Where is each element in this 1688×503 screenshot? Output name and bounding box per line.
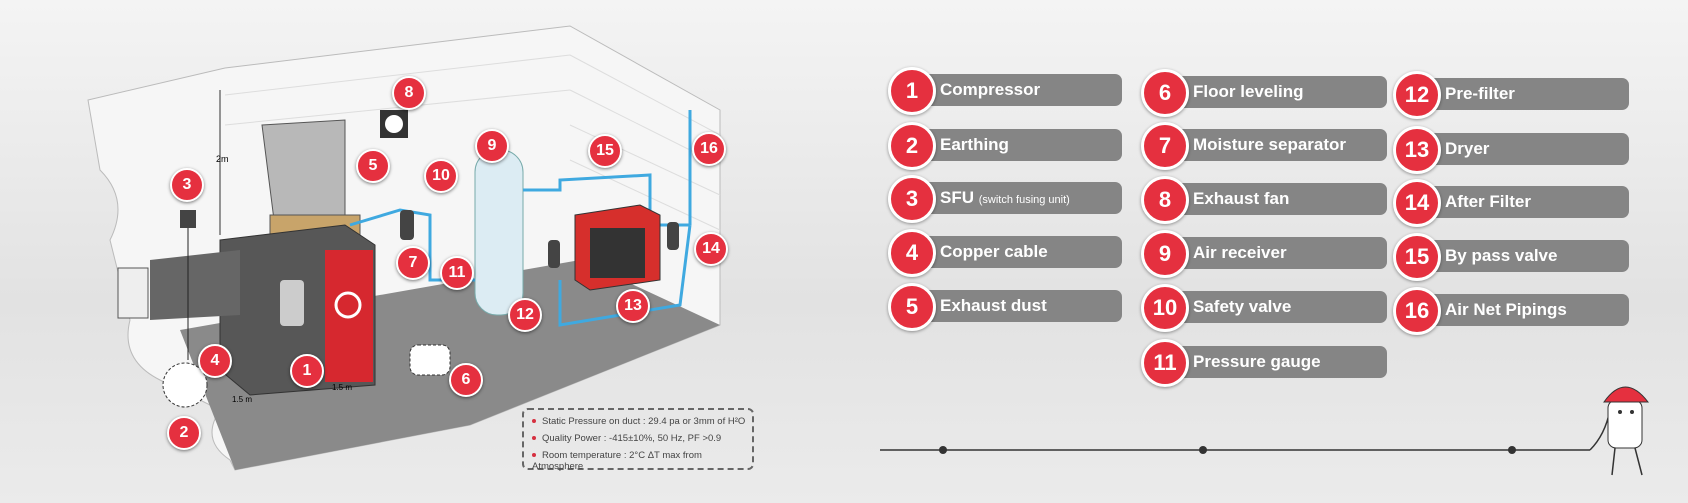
illus-badge-2: 2	[167, 416, 201, 450]
earthing-icon	[162, 362, 208, 408]
floor-level-icon	[409, 344, 451, 376]
exhaust-duct	[261, 119, 346, 229]
mascot-icon	[1603, 386, 1650, 476]
illus-badge-14: 14	[694, 232, 728, 266]
timeline-dot	[1508, 446, 1516, 454]
illus-badge-11: 11	[440, 256, 474, 290]
height-label: 2m	[216, 154, 229, 164]
illus-badge-10: 10	[424, 159, 458, 193]
illus-badge-3: 3	[170, 168, 204, 202]
illus-badge-4: 4	[198, 344, 232, 378]
control-panel	[280, 280, 304, 326]
illus-badge-7: 7	[396, 246, 430, 280]
timeline-dot	[1199, 446, 1207, 454]
brand-logo-icon	[334, 291, 362, 319]
after-filter	[667, 222, 679, 250]
illus-badge-9: 9	[475, 129, 509, 163]
note-item: Static Pressure on duct : 29.4 pa or 3mm…	[532, 416, 745, 427]
pre-filter	[548, 240, 560, 268]
timeline-dot	[939, 446, 947, 454]
intake-grille	[117, 267, 149, 319]
illus-badge-8: 8	[392, 76, 426, 110]
sfu-box	[180, 210, 196, 228]
clearance-label-a: 1.5 m	[232, 395, 252, 404]
illus-badge-15: 15	[588, 134, 622, 168]
requirements-note: Static Pressure on duct : 29.4 pa or 3mm…	[522, 408, 754, 472]
note-item: Room temperature : 2°C ΔT max from Atmos…	[532, 450, 702, 472]
air-receiver-tank	[474, 149, 524, 316]
moisture-separator	[400, 210, 414, 240]
intake-duct	[150, 250, 240, 320]
illus-badge-12: 12	[508, 298, 542, 332]
illus-badge-1: 1	[290, 354, 324, 388]
clearance-label-b: 1.5 m	[332, 383, 352, 392]
timeline-decoration	[880, 386, 1650, 476]
illus-badge-6: 6	[449, 363, 483, 397]
illus-badge-16: 16	[692, 132, 726, 166]
illus-badge-13: 13	[616, 289, 650, 323]
note-item: Quality Power : -415±10%, 50 Hz, PF >0.9	[532, 433, 721, 444]
illus-badge-5: 5	[356, 149, 390, 183]
